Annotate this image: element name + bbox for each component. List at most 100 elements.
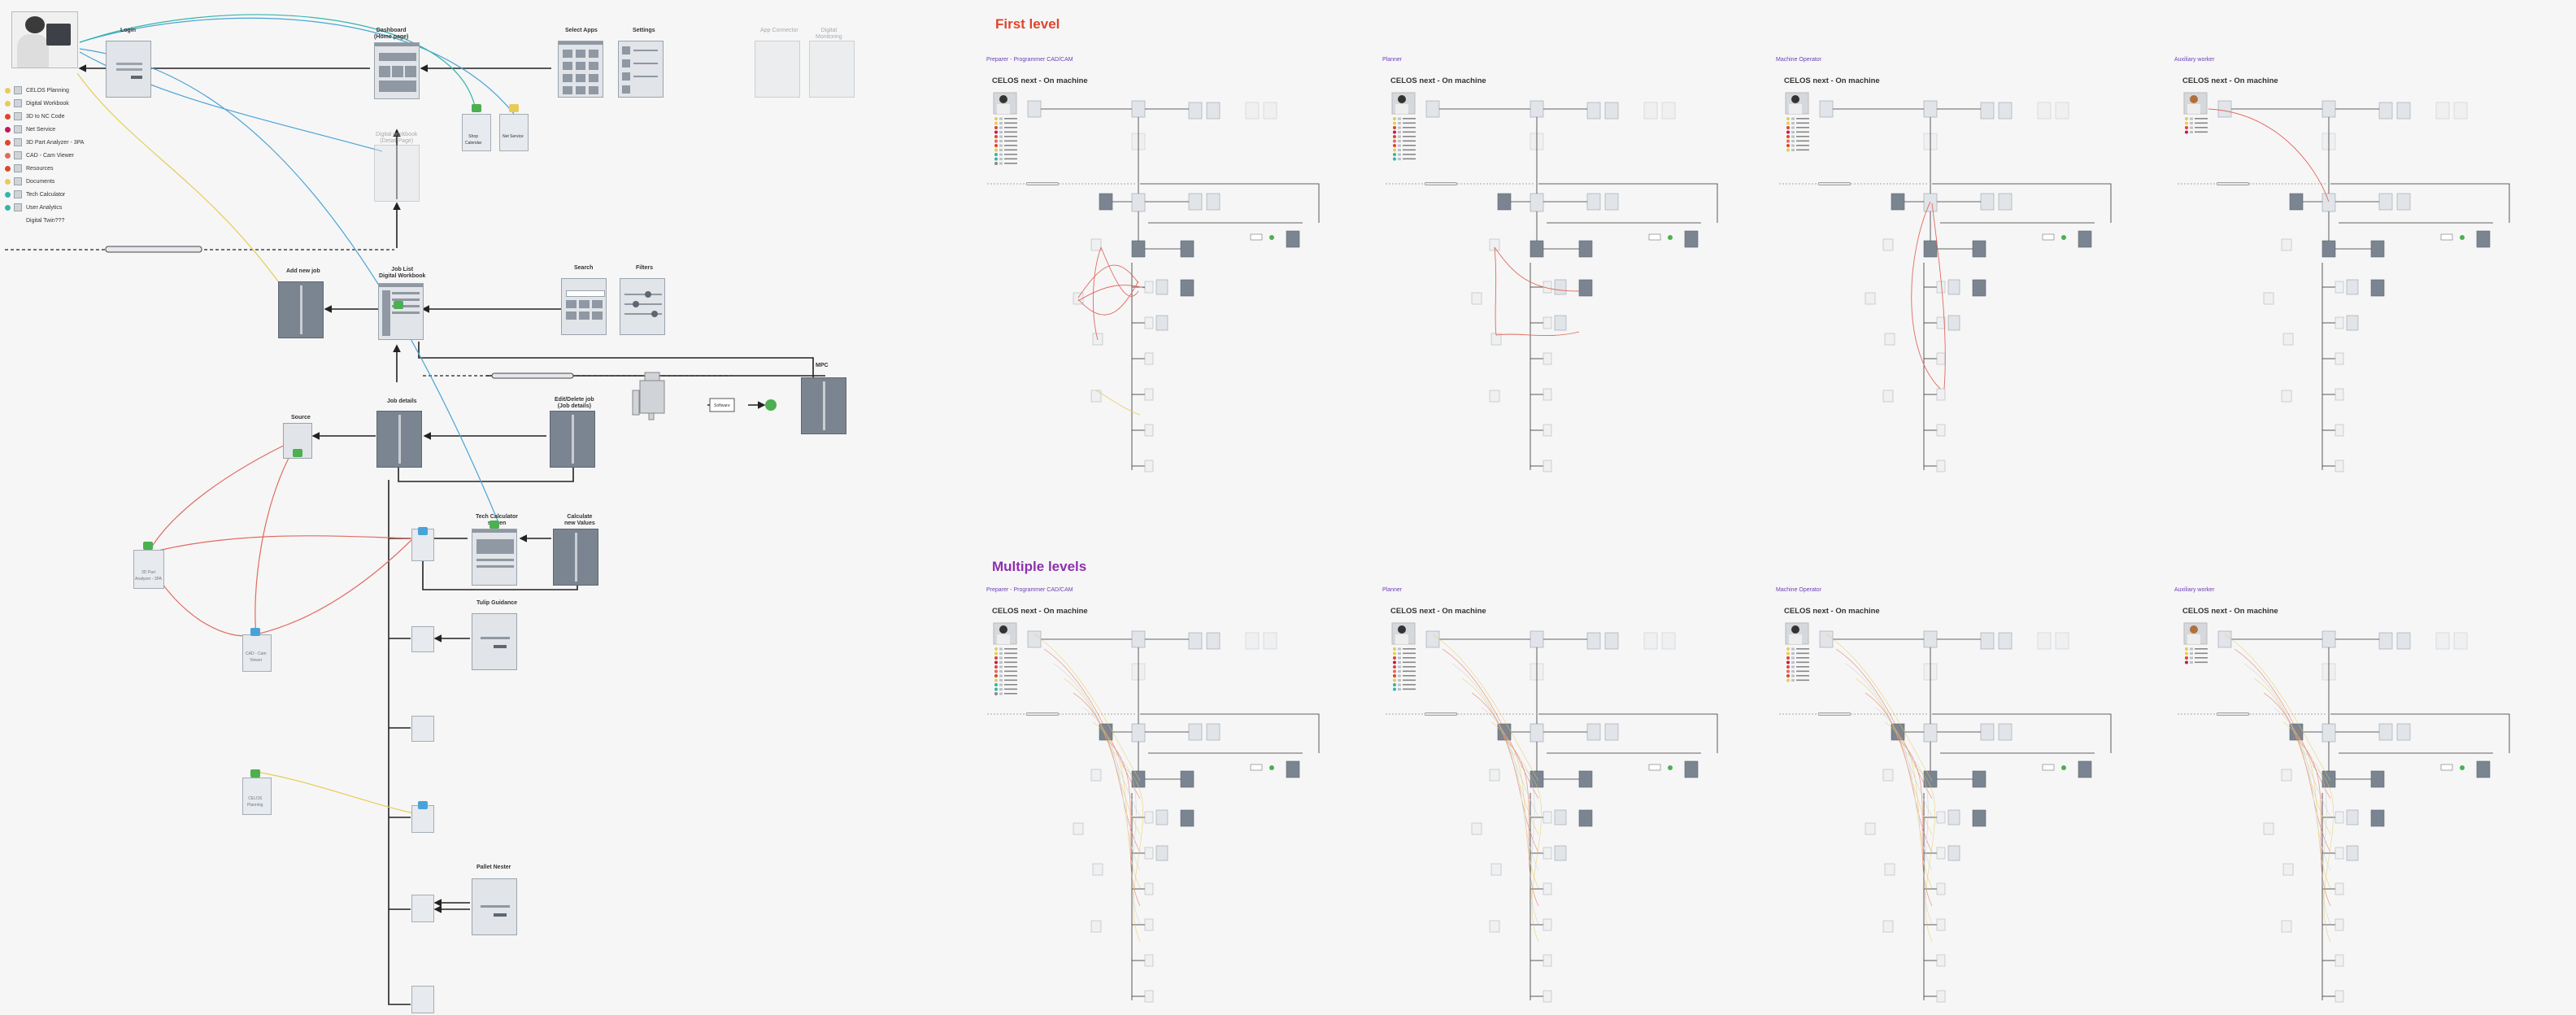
login-screen[interactable] [106, 41, 151, 98]
panel-role-label: Machine Operator [1776, 587, 1822, 593]
multiple-levels-title: Multiple levels [992, 559, 1087, 574]
legend-dot [5, 87, 11, 94]
celos-planning-node[interactable] [242, 778, 272, 815]
net-label: Net Service [503, 134, 524, 139]
edit-delete-job-label: Edit/Delete job (Job details) [555, 397, 594, 409]
panel-title: CELOS next - On machine [2182, 607, 2278, 616]
legend-item: User Analytics [5, 202, 62, 213]
workbook-detail-label: Digital workbook (Detail Page) [376, 132, 418, 144]
panel-title: CELOS next - On machine [1784, 76, 1880, 85]
digital-monitoring-label: Digital Monitoring [816, 28, 842, 40]
panel-mini-diagram[interactable] [2176, 88, 2517, 481]
pallet-nester-label: Pallet Nester [476, 865, 511, 870]
panel-title: CELOS next - On machine [992, 76, 1088, 85]
resources-node[interactable] [411, 716, 434, 742]
filters-screen[interactable] [620, 278, 665, 335]
tulip-guidance-screen[interactable] [472, 613, 517, 670]
job-list-label: Job List Digital Workbook [379, 267, 426, 279]
panel-role-label: Planner [1382, 57, 1403, 63]
pallet-node[interactable] [411, 895, 434, 922]
app-connector-label: App Connector [760, 28, 798, 33]
app-badge [509, 104, 519, 112]
app-badge [418, 801, 428, 809]
login-label: Login [120, 28, 137, 33]
select-apps-label: Select Apps [565, 28, 598, 33]
filters-label: Filters [636, 265, 654, 271]
mpc-screen[interactable] [801, 377, 846, 434]
legend-item: 3D Part Analyzer - 3PA [5, 137, 84, 148]
net-service-label: Shop Calendar [465, 134, 482, 146]
mpc-label: MPC [816, 363, 829, 368]
calculate-new-values-label: Calculate new Values [564, 514, 595, 526]
panel-mini-diagram[interactable] [986, 88, 1327, 481]
app-badge [250, 628, 260, 636]
panel-role-label: Machine Operator [1776, 57, 1822, 63]
legend-item: Tech Calculator [5, 189, 65, 200]
legend-item: Digital Workbook [5, 98, 69, 109]
cad-cam-label: CAD - Cam Viewer [246, 651, 267, 663]
tech-node[interactable] [499, 114, 529, 151]
app-connector-screen[interactable] [755, 41, 800, 98]
job-details-label: Job details [387, 399, 417, 404]
search-label: Search [574, 265, 594, 271]
user-analytics-node[interactable] [411, 986, 434, 1013]
settings-screen[interactable] [618, 41, 664, 98]
persona-photo [11, 11, 78, 68]
add-new-job-screen[interactable] [278, 281, 324, 338]
select-apps-screen[interactable] [558, 41, 603, 98]
tech-calculator-screen[interactable] [472, 529, 517, 586]
panel-title: CELOS next - On machine [992, 607, 1088, 616]
source-screen[interactable] [283, 423, 312, 459]
digital-monitoring-screen[interactable] [809, 41, 855, 98]
panel-mini-diagram[interactable] [986, 618, 1327, 1012]
panel-mini-diagram[interactable] [1778, 88, 2119, 481]
legend-item: CAD - Cam Viewer [5, 150, 74, 161]
app-badge [250, 769, 260, 778]
panel-title: CELOS next - On machine [1390, 76, 1486, 85]
app-badge [418, 527, 428, 535]
main-flow-connectors [5, 14, 825, 1005]
job-list-screen[interactable] [378, 283, 424, 340]
software-label: Software [714, 403, 730, 408]
tulip-guidance-label: Tulip Guidance [476, 600, 518, 606]
app-icon [14, 86, 22, 94]
app-badge [490, 521, 499, 529]
panel-title: CELOS next - On machine [1390, 607, 1486, 616]
3pa-label: 3D Part Analyzer - 3PA [135, 570, 162, 582]
calculate-new-values-screen[interactable] [553, 529, 598, 586]
source-label: Source [291, 415, 311, 420]
net-service-node[interactable] [462, 114, 491, 151]
docs-node[interactable] [411, 626, 434, 652]
job-details-screen[interactable] [376, 411, 422, 468]
dashboard-screen[interactable] [374, 42, 420, 99]
celos-planning-label: CELOS Planning [247, 796, 263, 808]
panel-mini-diagram[interactable] [1384, 88, 1725, 481]
tulip-node[interactable] [411, 805, 434, 833]
pallet-nester-screen[interactable] [472, 878, 517, 935]
panel-role-label: Auxiliary worker [2174, 587, 2215, 593]
legend-item: Resources [5, 163, 53, 174]
legend-item: 3D to NC Code [5, 111, 64, 122]
settings-label: Settings [633, 28, 655, 33]
app-badge [293, 449, 302, 457]
panel-role-label: Preparer - Programmer CAD/CAM [986, 587, 1073, 593]
search-screen[interactable] [561, 278, 607, 335]
panel-mini-diagram[interactable] [2176, 618, 2517, 1012]
dashboard-label: Dashboard (Home page) [374, 28, 409, 40]
edit-delete-job-screen[interactable] [550, 411, 595, 468]
workbook-detail-screen[interactable] [374, 145, 420, 202]
app-badge [394, 301, 403, 309]
panel-title: CELOS next - On machine [1784, 607, 1880, 616]
app-badge [143, 542, 153, 550]
panel-role-label: Auxiliary worker [2174, 57, 2215, 63]
legend-item: Documents [5, 176, 54, 187]
3pa-node[interactable] [133, 550, 164, 589]
panel-role-label: Preparer - Programmer CAD/CAM [986, 57, 1073, 63]
panel-mini-diagram[interactable] [1778, 618, 2119, 1012]
panel-role-label: Planner [1382, 587, 1403, 593]
panel-mini-diagram[interactable] [1384, 618, 1725, 1012]
add-new-job-label: Add new job [286, 268, 320, 274]
panel-title: CELOS next - On machine [2182, 76, 2278, 85]
legend-item: Digital Twin??? [26, 217, 65, 224]
